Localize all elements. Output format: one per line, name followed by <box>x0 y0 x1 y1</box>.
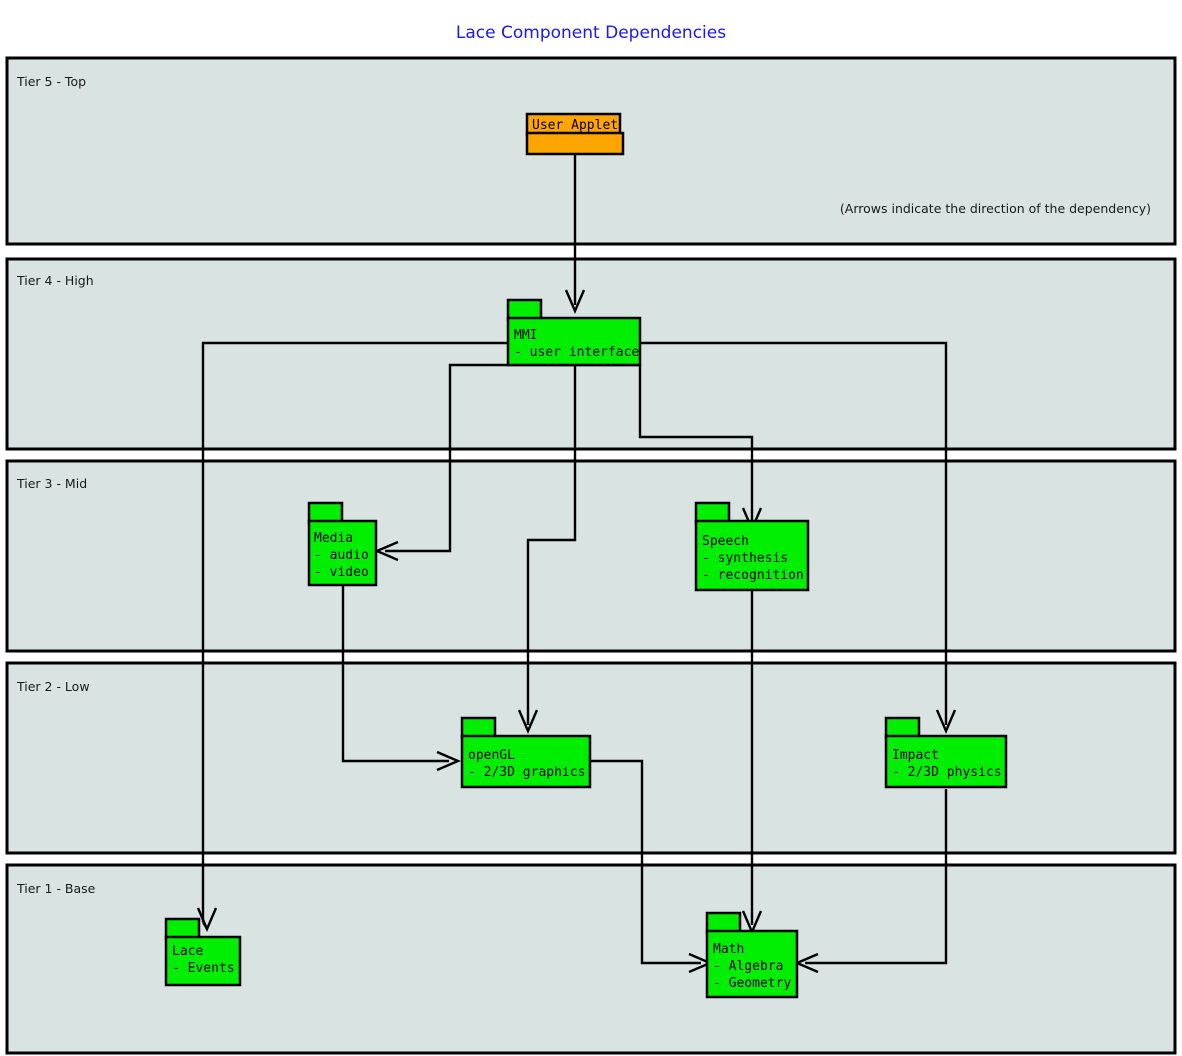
node-math[interactable]: Math - Algebra - Geometry <box>705 911 799 999</box>
node-mmi-label-0: MMI <box>514 328 537 343</box>
node-mmi-body <box>506 316 642 367</box>
node-media[interactable]: Media - audio - video <box>307 501 378 587</box>
tier-container-tier3 <box>5 459 1177 653</box>
edge-impact-to-math <box>805 789 948 965</box>
node-lace-label-1: - Events <box>172 961 235 976</box>
node-opengl-label-1: - 2/3D graphics <box>468 765 585 780</box>
edge-mmi-to-lace <box>201 341 510 922</box>
node-impact-label-0: Impact <box>892 748 939 763</box>
edge-media-to-opengl-arrowhead <box>436 750 462 772</box>
node-math-body <box>705 929 799 999</box>
tier-label-tier3: Tier 3 - Mid <box>16 476 87 491</box>
tier-label-tier1: Tier 1 - Base <box>16 881 96 896</box>
node-media-label-0: Media <box>314 531 353 546</box>
page-title: Lace Component Dependencies <box>456 23 726 43</box>
node-impact[interactable]: Impact - 2/3D physics <box>884 716 1008 789</box>
edge-opengl-to-math <box>590 759 701 965</box>
node-lace-body <box>164 935 242 987</box>
edge-mmi-to-opengl <box>526 365 577 725</box>
arrow-direction-note: (Arrows indicate the direction of the de… <box>840 201 1151 216</box>
edge-mmi-to-opengl-arrowhead <box>517 709 539 735</box>
node-math-label-1: - Algebra <box>713 959 783 974</box>
node-speech-label-0: Speech <box>702 534 749 549</box>
tier-label-tier2: Tier 2 - Low <box>16 679 90 694</box>
node-opengl-body <box>460 734 592 789</box>
node-mmi-label-1: - user interface <box>514 345 639 360</box>
tier-label-tier5: Tier 5 - Top <box>16 74 86 89</box>
node-math-label-0: Math <box>713 942 744 957</box>
edge-mmi-to-impact <box>640 341 948 725</box>
node-user-applet[interactable]: User Applet <box>525 112 625 156</box>
node-media-body <box>307 519 378 587</box>
node-lace[interactable]: Lace - Events <box>164 917 242 987</box>
node-user-applet-body-box <box>525 131 625 156</box>
node-math-label-2: - Geometry <box>713 976 791 991</box>
node-opengl[interactable]: openGL - 2/3D graphics <box>460 716 592 789</box>
edge-mmi-to-lace-tail <box>201 921 209 930</box>
tier-label-tier4: Tier 4 - High <box>16 273 94 288</box>
node-speech-label-2: - recognition <box>702 568 804 583</box>
node-speech-label-1: - synthesis <box>702 551 788 566</box>
edge-media-to-opengl <box>341 585 449 763</box>
node-impact-label-1: - 2/3D physics <box>892 765 1002 780</box>
node-impact-body <box>884 734 1008 789</box>
node-lace-label-0: Lace <box>172 944 203 959</box>
node-speech-body <box>694 519 810 592</box>
node-user-applet-label-0: User Applet <box>532 118 618 133</box>
edge-user-applet-to-mmi-arrowhead <box>564 289 586 315</box>
node-speech[interactable]: Speech - synthesis - recognition <box>694 501 810 592</box>
edge-mmi-to-speech <box>638 365 754 522</box>
node-media-label-2: - video <box>314 565 369 580</box>
node-media-label-1: - audio <box>314 548 369 563</box>
node-opengl-label-0: openGL <box>468 748 515 763</box>
edge-mmi-to-impact-arrowhead <box>935 709 957 735</box>
node-mmi[interactable]: MMI - user interface <box>506 298 642 367</box>
